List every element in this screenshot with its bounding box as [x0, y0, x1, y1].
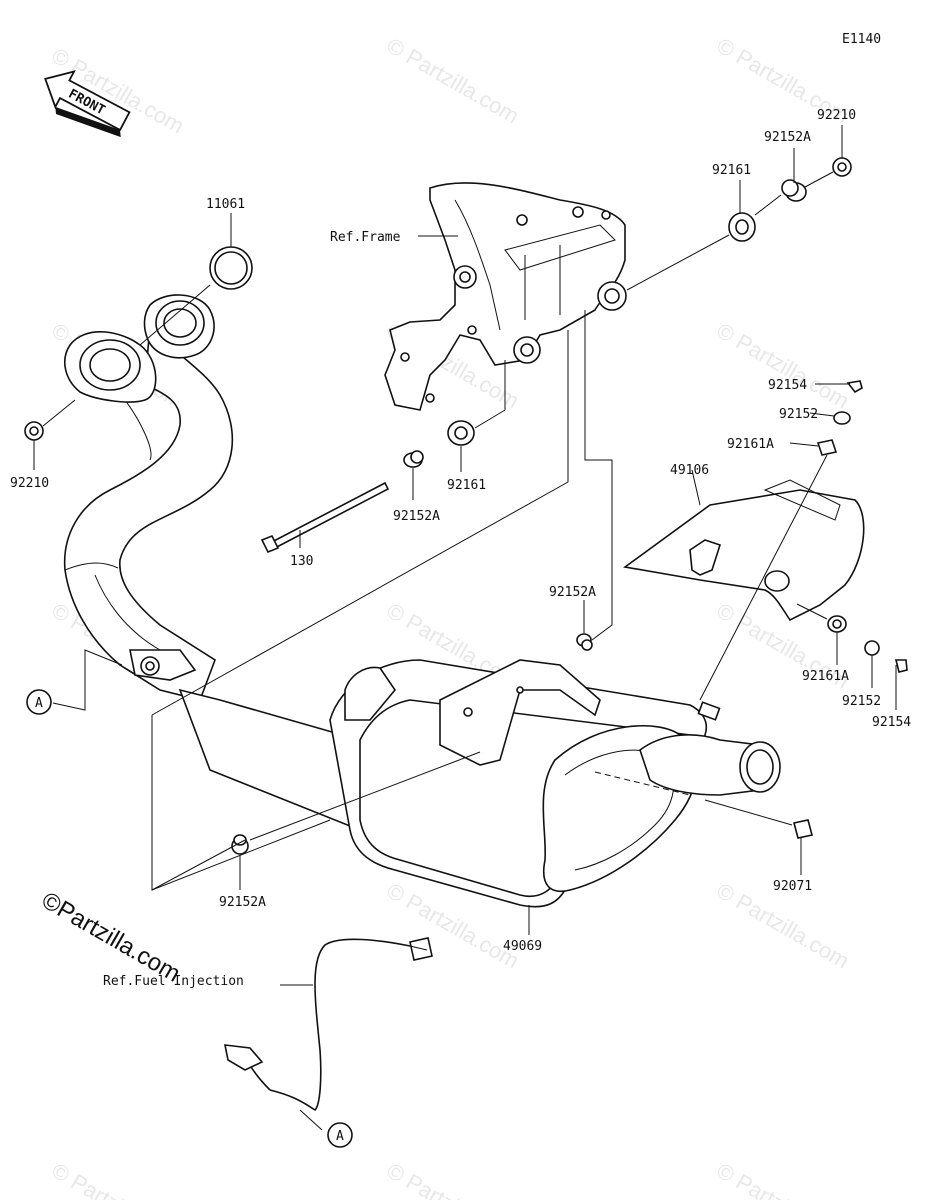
- watermark: © Partzilla.com: [713, 1158, 854, 1200]
- ref-frame-label: Ref.Frame: [330, 230, 401, 245]
- part-label-92161A-bottom: 92161A: [802, 669, 849, 684]
- part-label-92152A-right: 92152A: [549, 585, 596, 600]
- diagram-code: E1140: [842, 32, 881, 47]
- watermark: © Partzilla.com: [383, 1158, 524, 1200]
- part-label-92152A-top: 92152A: [764, 130, 811, 145]
- watermark: © Partzilla.com: [383, 33, 524, 129]
- connector-marker-a-top: A: [26, 689, 52, 715]
- part-label-92152A-mid: 92152A: [393, 509, 440, 524]
- connector-marker-a-bottom: A: [327, 1122, 353, 1148]
- part-label-92161-mid: 92161: [447, 478, 486, 493]
- connector-marker-a-label: A: [35, 696, 43, 711]
- part-label-92071: 92071: [773, 879, 812, 894]
- part-label-92210-left: 92210: [10, 476, 49, 491]
- copyright-text: ©Partzilla.com: [37, 887, 185, 988]
- muffler: [178, 659, 781, 908]
- bolt-92154-bottom: [894, 659, 908, 673]
- damper-92161A-top: [816, 439, 838, 456]
- watermark: © Partzilla.com: [713, 318, 854, 414]
- part-label-92210-right: 92210: [817, 108, 856, 123]
- header-pipe: [63, 294, 234, 701]
- heat-guard: [623, 479, 865, 622]
- part-label-92152-top: 92152: [779, 407, 818, 422]
- part-label-92161A-top: 92161A: [727, 437, 774, 452]
- connector-marker-a-label: A: [336, 1129, 344, 1144]
- hardware: [24, 157, 908, 855]
- part-label-92154-bottom: 92154: [872, 715, 911, 730]
- watermark: © Partzilla.com: [48, 1158, 189, 1200]
- ref-fuel-injection-label: Ref.Fuel Injection: [103, 974, 244, 989]
- sensor-wiring: [223, 937, 433, 1112]
- frame-bracket: [384, 182, 627, 411]
- collar-92152-top: [833, 411, 851, 425]
- part-label-92154-top: 92154: [768, 378, 807, 393]
- part-label-130: 130: [290, 554, 313, 569]
- part-labels: 11061 92210 92210 92152A 92161 92161 921…: [10, 108, 911, 954]
- part-label-92152-bottom: 92152: [842, 694, 881, 709]
- part-label-49106: 49106: [670, 463, 709, 478]
- grommet-92071: [793, 819, 813, 839]
- part-label-11061: 11061: [206, 197, 245, 212]
- part-label-92152A-bottom: 92152A: [219, 895, 266, 910]
- leader-lines: [33, 125, 897, 1131]
- collar-92152-bottom: [864, 640, 880, 656]
- part-label-92161-top: 92161: [712, 163, 751, 178]
- part-label-49069: 49069: [503, 939, 542, 954]
- bolt-130: [260, 481, 390, 554]
- bolt-92154-top: [846, 380, 863, 394]
- front-arrow-icon: FRONT: [44, 70, 131, 138]
